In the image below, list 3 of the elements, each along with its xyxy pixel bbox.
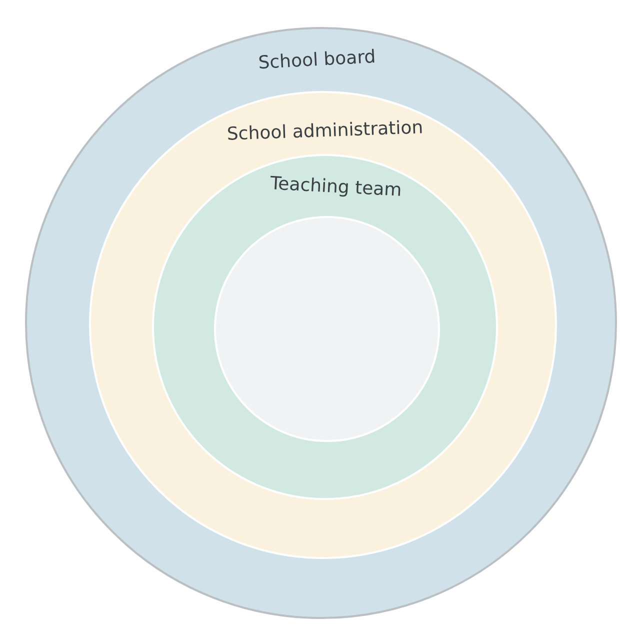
ring-label: School board <box>258 46 376 74</box>
ring-label: Teaching team <box>270 173 402 201</box>
ring-label: School administration <box>226 117 424 145</box>
